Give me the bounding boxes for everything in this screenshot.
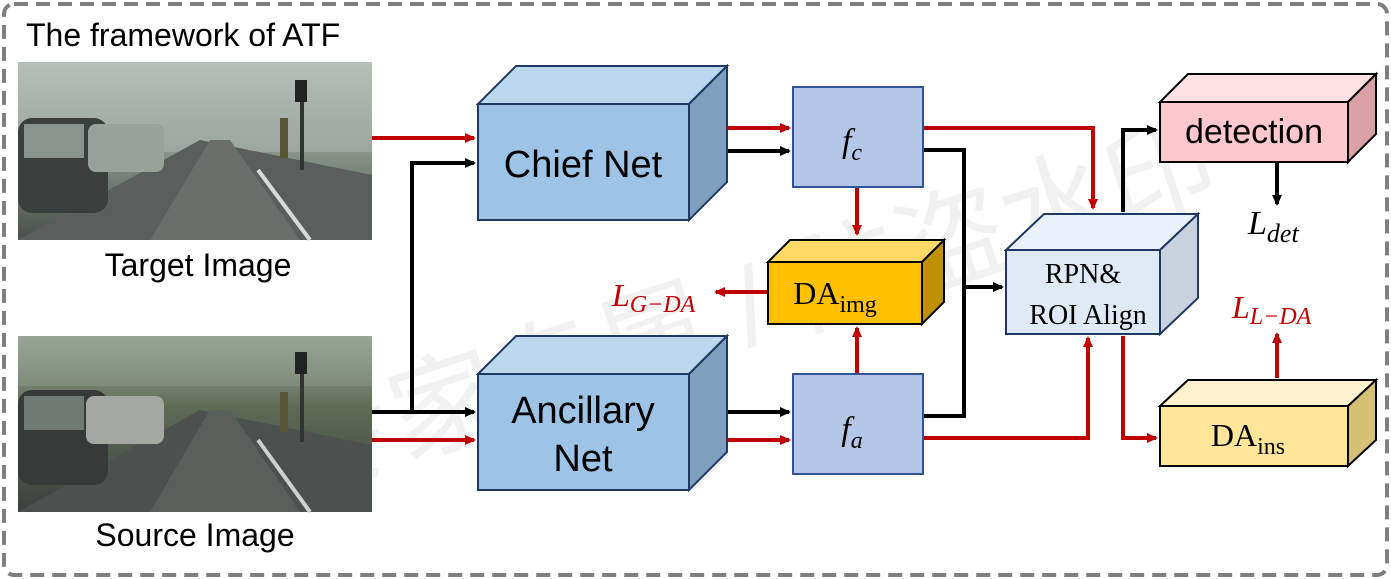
ancillary-net-box (475, 333, 730, 493)
arrow-fc-to-rpn-red (924, 126, 1098, 210)
rpn-roi-align-box (1003, 211, 1201, 337)
arrow-fa-to-rpn-black (924, 282, 1004, 418)
arrow-source-to-chief-black (410, 158, 476, 412)
ancillary-net-label-line2: Net (553, 438, 613, 480)
loss-g-da: LG−DA (611, 277, 696, 318)
da-img-box (765, 237, 947, 327)
da-img-label: DAimg (793, 275, 877, 318)
fc-feature-box (792, 86, 924, 188)
source-image-caption: Source Image (95, 517, 294, 553)
page-title: The framework of ATF (26, 17, 340, 53)
detection-box (1157, 71, 1379, 165)
arrow-rpn-to-detection (1121, 125, 1158, 212)
da-ins-box (1157, 377, 1379, 469)
da-ins-label: DAins (1211, 417, 1285, 460)
loss-det: Ldet (1247, 205, 1299, 248)
target-image (18, 62, 372, 242)
ancillary-net-label-line1: Ancillary (511, 390, 655, 432)
arrow-fc-to-rpn-black (924, 148, 966, 287)
arrow-fa-to-rpn-red (924, 336, 1093, 440)
chief-net-box (475, 63, 730, 223)
source-image (18, 336, 372, 514)
rpn-label-line1: RPN& (1045, 259, 1121, 290)
fa-feature-box (792, 373, 924, 475)
rpn-label-line2: ROI Align (1029, 300, 1146, 331)
detection-label: detection (1185, 113, 1323, 151)
target-image-caption: Target Image (105, 247, 292, 283)
arrow-rpn-to-dains (1121, 336, 1158, 443)
chief-net-label: Chief Net (504, 144, 663, 186)
loss-l-da: LL−DA (1231, 289, 1312, 330)
